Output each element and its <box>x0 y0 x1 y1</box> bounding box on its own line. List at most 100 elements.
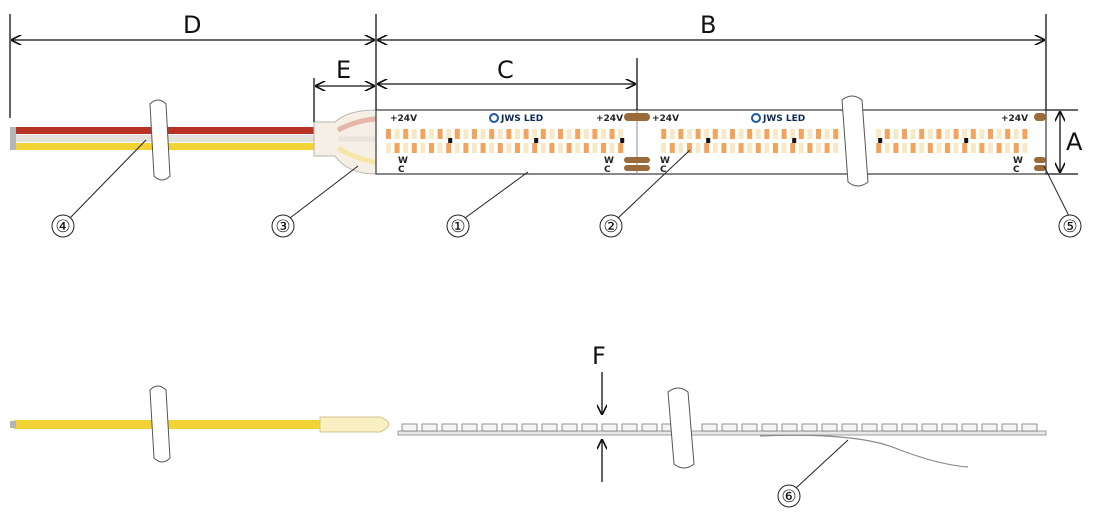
led-chip <box>970 129 976 139</box>
led-chip <box>601 129 606 139</box>
led-chip <box>446 143 452 153</box>
led-chip <box>1013 129 1019 139</box>
pad-label-24v-left: +24V <box>390 114 417 124</box>
side-led <box>701 423 718 432</box>
pad-label-24v-mid-left: +24V <box>596 114 623 124</box>
side-led <box>921 423 938 432</box>
led-chip <box>979 143 985 153</box>
led-chip <box>962 129 968 139</box>
led-chip <box>730 143 735 153</box>
side-led <box>721 423 738 432</box>
led-chip <box>1022 143 1028 153</box>
side-led <box>601 423 618 432</box>
led-chip <box>446 129 452 139</box>
led-chip <box>497 129 503 139</box>
callout-6-circle <box>777 484 801 508</box>
led-chip <box>618 129 624 139</box>
callout-5-circle <box>1058 214 1082 238</box>
led-chip <box>583 129 589 139</box>
resistor <box>792 138 797 143</box>
led-chip <box>945 129 950 139</box>
led-chip <box>970 143 976 153</box>
callout-2-circle <box>599 214 623 238</box>
pad-label-c-left: C <box>398 165 405 175</box>
side-led <box>621 423 638 432</box>
end-pad-w <box>1034 157 1046 163</box>
logo-ring-icon <box>751 113 761 123</box>
led-chip <box>429 129 434 139</box>
led-chip <box>910 129 916 139</box>
led-chip <box>558 129 563 139</box>
resistor <box>448 138 453 143</box>
adhesive-tape-liner <box>759 434 969 468</box>
led-chip <box>609 143 615 153</box>
callout-3-circle <box>271 214 295 238</box>
led-chip <box>523 129 529 139</box>
led-chip <box>747 143 753 153</box>
resistor <box>706 138 711 143</box>
led-chip <box>773 143 778 153</box>
pad-w <box>624 157 650 163</box>
led-chip <box>730 129 735 139</box>
callout-6: ⑥ <box>781 487 796 507</box>
led-chip <box>807 143 813 153</box>
led-chip <box>755 129 761 139</box>
led-chip <box>953 143 959 153</box>
led-chip <box>927 143 933 153</box>
led-chip <box>566 143 572 153</box>
led-chip <box>936 143 942 153</box>
side-led-row <box>401 423 1038 432</box>
led-chip <box>592 143 598 153</box>
led-chip <box>669 143 675 153</box>
led-chip <box>695 143 701 153</box>
led-chip <box>463 129 469 139</box>
led-chip <box>386 129 391 139</box>
pad-label-c-mid-right: C <box>660 165 667 175</box>
led-chip <box>712 143 718 153</box>
led-chip <box>910 143 916 153</box>
led-chip <box>566 129 572 139</box>
led-chip <box>764 143 770 153</box>
pad-label-w-mid-left: W <box>604 156 614 166</box>
led-chip <box>472 129 477 139</box>
led-chip <box>807 129 813 139</box>
led-chip <box>816 143 821 153</box>
led-chip <box>833 143 839 153</box>
led-chip <box>549 129 555 139</box>
side-led <box>461 423 478 432</box>
led-chip <box>540 143 546 153</box>
led-chip <box>411 143 417 153</box>
led-chip <box>781 129 787 139</box>
led-chip <box>738 143 744 153</box>
led-chip <box>437 143 443 153</box>
led-chip <box>661 129 667 139</box>
led-chip <box>1005 143 1011 153</box>
end-pad-24v <box>1034 113 1046 121</box>
led-chip <box>669 129 675 139</box>
led-chip <box>824 143 830 153</box>
led-chip <box>738 129 744 139</box>
led-chip <box>764 129 770 139</box>
led-chip <box>506 129 512 139</box>
led-chip <box>712 129 718 139</box>
wire-side-tip <box>10 421 16 428</box>
led-chip <box>558 143 563 153</box>
side-led <box>1021 423 1038 432</box>
led-chip <box>755 143 761 153</box>
led-chip <box>411 129 417 139</box>
led-chip <box>979 129 985 139</box>
led-chip <box>678 129 684 139</box>
led-chip <box>798 143 804 153</box>
pad-label-c-end: C <box>1013 165 1020 175</box>
led-chip <box>833 129 839 139</box>
pad-label-c-mid-left: C <box>604 165 611 175</box>
led-chip <box>996 143 1002 153</box>
dimension-B-label: B <box>700 11 716 39</box>
callout-4: ④ <box>55 217 70 237</box>
strip-break-symbol <box>841 95 869 187</box>
led-chip <box>884 143 890 153</box>
led-chip <box>515 129 520 139</box>
end-pad-c <box>1034 165 1046 171</box>
side-led <box>1001 423 1018 432</box>
